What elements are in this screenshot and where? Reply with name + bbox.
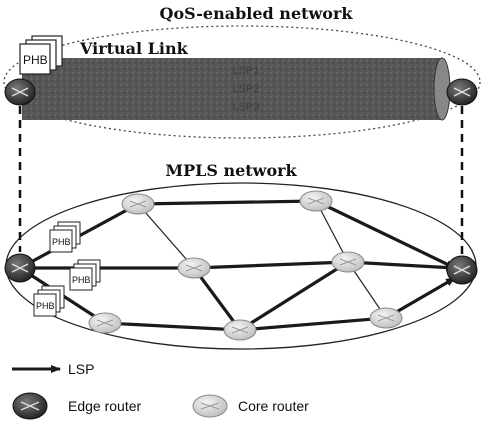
svg-text:PHB: PHB — [23, 53, 48, 67]
mpls-network-title: MPLS network — [165, 161, 297, 180]
lsp3-label: LSP3 — [233, 101, 260, 113]
lsp-path-4 — [192, 260, 349, 333]
core-router-7 — [369, 307, 403, 329]
core-router-6 — [223, 319, 257, 341]
lsp-path-2 — [20, 260, 456, 272]
lsp-path-1 — [19, 199, 456, 270]
core-router-icon — [192, 394, 228, 418]
legend: LSP Edge router Core router — [12, 361, 309, 420]
svg-text:PHB: PHB — [36, 301, 55, 311]
edge-router-top-left — [4, 78, 36, 106]
qos-network-boundary — [3, 25, 481, 139]
edge-router-mpls-left — [4, 253, 36, 283]
core-router-4 — [331, 251, 365, 273]
phb-stack-mpls-2: PHB — [69, 259, 101, 291]
lsp2-label: LSP2 — [233, 83, 260, 95]
core-router-2 — [299, 190, 333, 212]
legend-lsp-label: LSP — [68, 361, 94, 377]
core-router-3 — [177, 257, 211, 279]
core-router-5 — [88, 312, 122, 334]
svg-text:PHB: PHB — [72, 275, 91, 285]
edge-router-mpls-right — [446, 255, 478, 285]
legend-edge-router-label: Edge router — [68, 398, 141, 414]
core-router-1 — [121, 193, 155, 215]
phb-stack-mpls-1: PHB — [49, 221, 81, 253]
qos-network-title: QoS-enabled network — [160, 4, 354, 23]
phb-stack-top: PHB — [19, 35, 63, 75]
virtual-link-label: Virtual Link — [79, 39, 189, 58]
lsp1-label: LSP1 — [233, 65, 260, 77]
svg-text:PHB: PHB — [52, 237, 71, 247]
edge-router-icon — [12, 392, 48, 420]
edge-router-top-right — [446, 78, 478, 106]
phb-stack-mpls-3: PHB — [33, 285, 65, 317]
legend-core-router-label: Core router — [238, 398, 309, 414]
virtual-link-tube — [22, 57, 451, 121]
